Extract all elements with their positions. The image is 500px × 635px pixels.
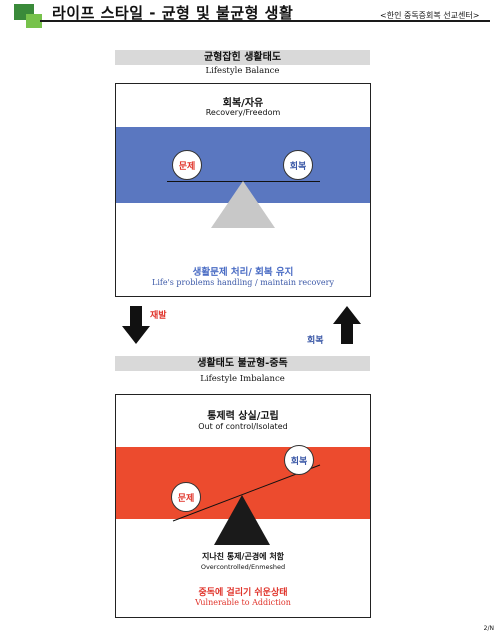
relapse-arrow-down <box>122 306 150 344</box>
balance-heading: 균형잡힌 생활태도 <box>115 50 370 65</box>
imbalance-fulcrum <box>214 495 270 545</box>
balance-seesaw-beam <box>167 181 320 182</box>
imbalance-top-en: Out of control/Isolated <box>198 422 288 431</box>
imbalance-heading: 생활태도 불균형-중독 <box>115 356 370 371</box>
center-name: <한인 중독증회복 선교센터> <box>380 11 480 20</box>
balance-subtitle: Lifestyle Balance <box>205 66 280 76</box>
imbalance-panel: 통제력 상실/고립 Out of control/Isolated 회복 문제 … <box>115 394 371 618</box>
imbalance-mid-ko: 지나친 통제/곤경에 처함 <box>201 552 285 561</box>
relapse-label: 재발 <box>150 311 167 321</box>
problem-circle-lowered: 문제 <box>171 482 201 512</box>
imbalance-bottom-en: Vulnerable to Addiction <box>195 598 291 607</box>
imbalance-subtitle: Lifestyle Imbalance <box>200 374 285 384</box>
recovery-arrow-up <box>333 306 361 344</box>
logo-square-light <box>26 14 42 28</box>
recovery-circle-raised: 회복 <box>284 445 314 475</box>
balance-panel: 회복/자유 Recovery/Freedom 문제 회복 생활문제 처리/ 회복… <box>115 83 371 297</box>
balance-fulcrum <box>211 181 275 228</box>
balance-top-ko: 회복/자유 <box>222 98 264 109</box>
imbalance-bottom-ko: 중독에 걸리기 쉬운상태 <box>198 588 288 598</box>
header-rule <box>40 20 490 22</box>
page-number: 2/N <box>483 625 494 632</box>
imbalance-top-ko: 통제력 상실/고립 <box>207 411 279 422</box>
page-title: 라이프 스타일 - 균형 및 불균형 생활 <box>52 4 294 22</box>
recovery-label: 회복 <box>307 336 324 346</box>
balance-bottom-ko: 생활문제 처리/ 회복 유지 <box>192 267 294 278</box>
imbalance-mid-en: Overcontrolled/Enmeshed <box>200 563 286 571</box>
balance-top-en: Recovery/Freedom <box>205 108 281 117</box>
balance-bottom-en: Life's problems handling / maintain reco… <box>152 278 334 287</box>
recovery-circle: 회복 <box>283 150 313 180</box>
problem-circle: 문제 <box>172 150 202 180</box>
